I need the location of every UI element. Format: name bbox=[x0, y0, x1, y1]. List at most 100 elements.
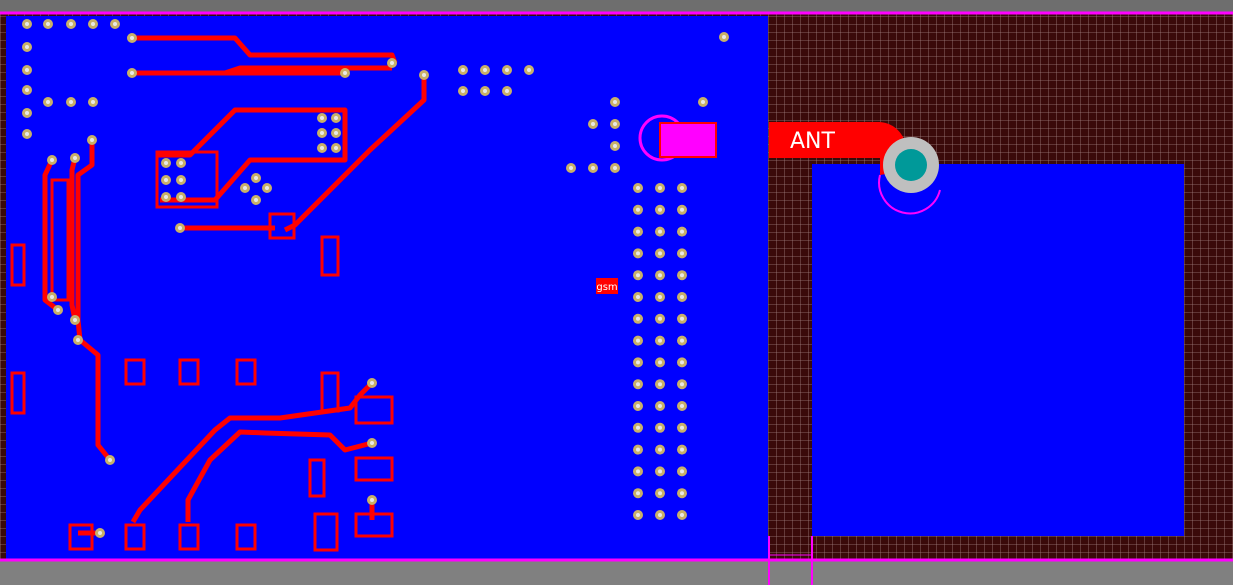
via-hole bbox=[91, 100, 95, 104]
via-hole bbox=[658, 251, 662, 256]
vias bbox=[22, 19, 729, 538]
via-hole bbox=[527, 68, 531, 72]
via-hole bbox=[680, 207, 684, 212]
via-hole bbox=[613, 144, 617, 148]
via-hole bbox=[636, 186, 640, 190]
via-hole bbox=[636, 382, 640, 387]
via-hole bbox=[680, 491, 684, 496]
via-hole bbox=[722, 35, 726, 39]
via-hole bbox=[69, 22, 73, 26]
via-hole bbox=[179, 161, 183, 165]
via-hole bbox=[25, 132, 29, 136]
via-hole bbox=[483, 68, 487, 72]
via-hole bbox=[636, 513, 640, 517]
via-hole bbox=[90, 138, 94, 142]
via-hole bbox=[658, 513, 662, 517]
via-hole bbox=[505, 68, 509, 72]
via-hole bbox=[50, 295, 54, 299]
via-hole bbox=[461, 89, 465, 93]
via-hole bbox=[422, 73, 426, 77]
copper-pour-antenna bbox=[812, 164, 1184, 536]
via-hole bbox=[658, 207, 662, 212]
via-hole bbox=[76, 338, 80, 342]
via-hole bbox=[680, 469, 684, 474]
via-hole bbox=[320, 146, 324, 150]
via-hole bbox=[680, 251, 684, 256]
via-hole bbox=[164, 161, 168, 165]
via-hole bbox=[658, 447, 662, 452]
via-hole bbox=[658, 469, 662, 474]
via-hole bbox=[370, 441, 374, 445]
via-hole bbox=[680, 338, 684, 343]
component-pads bbox=[10, 150, 394, 552]
via-hole bbox=[164, 178, 168, 182]
via-hole bbox=[636, 229, 640, 234]
via-hole bbox=[636, 338, 640, 343]
via-hole bbox=[334, 146, 338, 150]
via-hole bbox=[320, 116, 324, 120]
via-hole bbox=[680, 425, 684, 430]
via-hole bbox=[591, 166, 595, 170]
rf-pad bbox=[659, 122, 717, 158]
via-hole bbox=[25, 68, 29, 72]
via-hole bbox=[636, 295, 640, 299]
via-hole bbox=[680, 360, 684, 365]
via-hole bbox=[680, 447, 684, 452]
via-hole bbox=[25, 22, 29, 26]
via-hole bbox=[701, 100, 705, 104]
via-hole bbox=[658, 338, 662, 343]
antenna-trace bbox=[769, 122, 910, 175]
via-hole bbox=[680, 229, 684, 234]
via-hole bbox=[130, 36, 134, 40]
via-hole bbox=[658, 360, 662, 365]
via-hole bbox=[658, 382, 662, 387]
via-hole bbox=[680, 295, 684, 299]
via-hole bbox=[636, 251, 640, 256]
via-hole bbox=[25, 45, 29, 49]
via-hole bbox=[98, 531, 102, 535]
via-hole bbox=[178, 226, 182, 230]
via-hole bbox=[658, 316, 662, 321]
via-hole bbox=[636, 316, 640, 321]
via-hole bbox=[658, 491, 662, 496]
net-label-box bbox=[596, 278, 618, 294]
via-hole bbox=[343, 71, 347, 75]
via-hole bbox=[680, 186, 684, 190]
via-hole bbox=[73, 318, 77, 322]
via-hole bbox=[254, 176, 258, 180]
via-hole bbox=[613, 166, 617, 170]
via-hole bbox=[254, 198, 258, 202]
via-hole bbox=[505, 89, 509, 93]
via-hole bbox=[658, 229, 662, 234]
via-hole bbox=[613, 122, 617, 126]
via-hole bbox=[636, 469, 640, 474]
via-hole bbox=[636, 404, 640, 408]
via-hole bbox=[56, 308, 60, 312]
via-hole bbox=[164, 195, 168, 199]
via-hole bbox=[50, 158, 54, 162]
via-hole bbox=[636, 360, 640, 365]
antenna-label: ANT bbox=[790, 129, 836, 154]
via-hole bbox=[658, 404, 662, 408]
via-hole bbox=[390, 61, 394, 65]
antenna-connector-center bbox=[895, 149, 927, 181]
via-hole bbox=[113, 22, 117, 26]
via-hole bbox=[179, 178, 183, 182]
via-hole bbox=[46, 100, 50, 104]
via-hole bbox=[636, 447, 640, 452]
via-hole bbox=[680, 513, 684, 517]
via-hole bbox=[334, 116, 338, 120]
via-hole bbox=[658, 425, 662, 430]
via-hole bbox=[334, 131, 338, 135]
via-hole bbox=[46, 22, 50, 26]
via-hole bbox=[73, 156, 77, 160]
via-hole bbox=[636, 491, 640, 496]
via-hole bbox=[680, 273, 684, 278]
via-hole bbox=[680, 316, 684, 321]
via-hole bbox=[658, 295, 662, 299]
copper-pour-main bbox=[6, 16, 768, 559]
via-hole bbox=[658, 186, 662, 190]
via-hole bbox=[680, 404, 684, 408]
via-hole bbox=[569, 166, 573, 170]
via-hole bbox=[25, 88, 29, 92]
